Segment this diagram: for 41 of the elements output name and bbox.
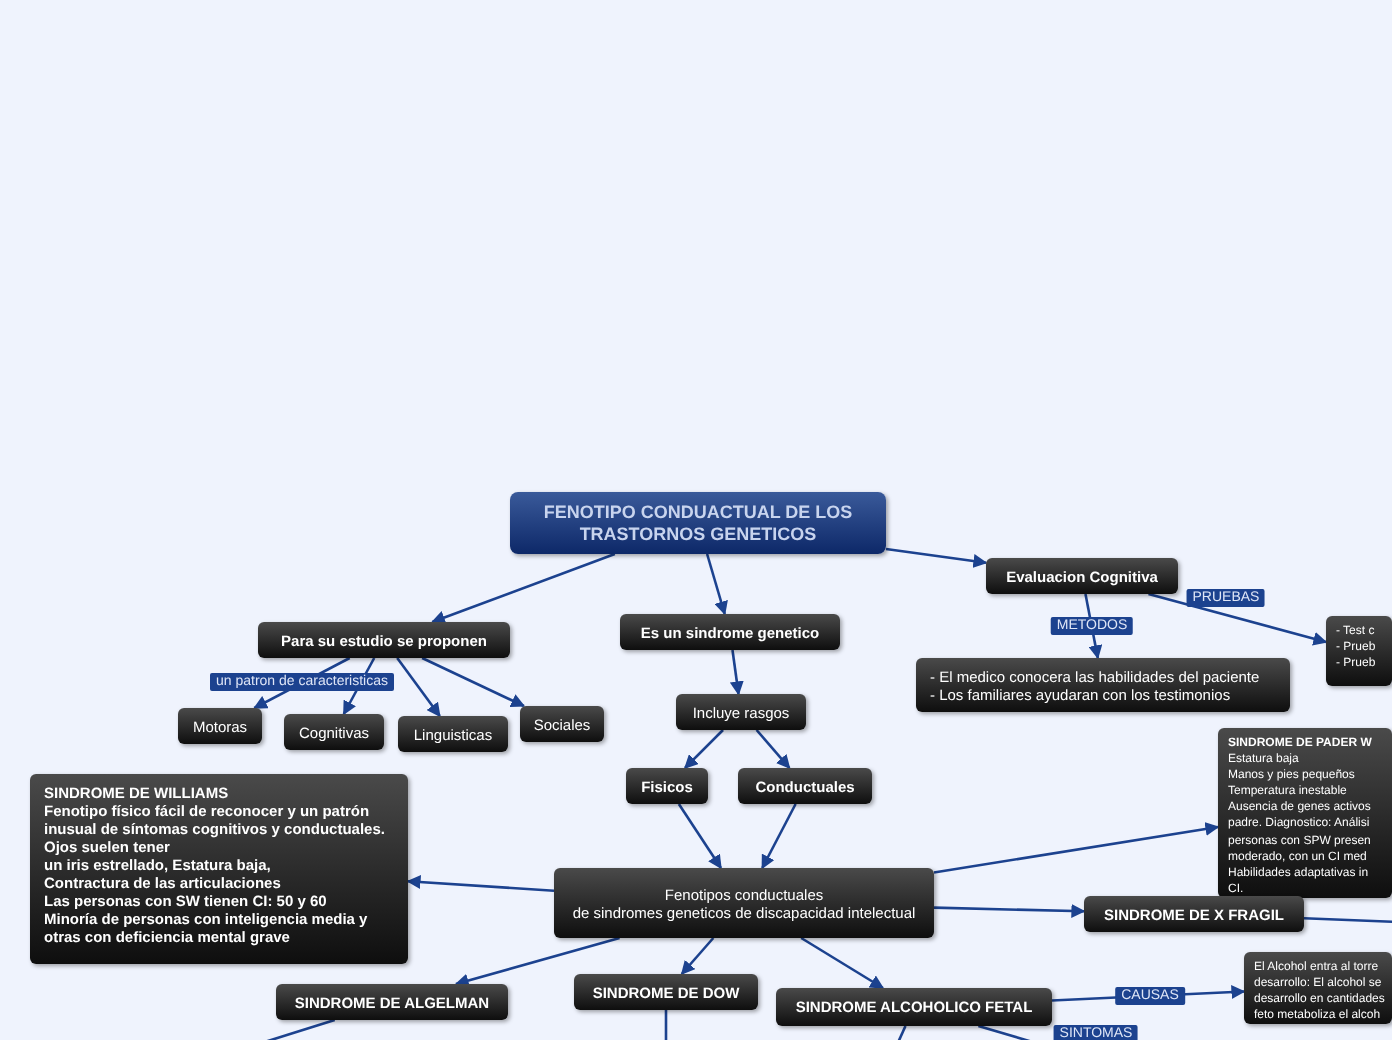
note-box bbox=[30, 774, 408, 964]
node-label: FENOTIPO CONDUACTUAL DE LOS TRASTORNOS GENETICOS bbox=[541, 501, 855, 545]
arrow bbox=[1148, 592, 1328, 646]
subtopic-box bbox=[1084, 896, 1304, 932]
subtopic-box bbox=[258, 622, 510, 658]
arrow bbox=[933, 904, 1086, 918]
arrow bbox=[454, 936, 620, 988]
leaf-box bbox=[178, 708, 262, 744]
arrow bbox=[677, 803, 723, 870]
subtopic-box bbox=[276, 984, 508, 1020]
arrow bbox=[431, 552, 616, 625]
subtopic-box bbox=[620, 614, 840, 650]
subtopic-box bbox=[986, 558, 1178, 594]
arrow bbox=[755, 729, 791, 770]
connector-line bbox=[1303, 916, 1392, 924]
subtopic-box bbox=[574, 974, 758, 1010]
subtopic-box bbox=[626, 768, 708, 804]
arrow bbox=[729, 649, 744, 696]
leaf-box bbox=[520, 706, 604, 742]
note-box bbox=[916, 658, 1290, 712]
arrow bbox=[705, 553, 728, 616]
leaf-box bbox=[676, 694, 806, 730]
topic-box bbox=[510, 492, 886, 554]
note-box bbox=[1218, 728, 1392, 898]
arrow bbox=[684, 729, 724, 769]
arrow bbox=[885, 547, 988, 568]
leaf-box bbox=[398, 716, 508, 752]
arrow bbox=[406, 875, 555, 892]
arrow bbox=[933, 822, 1220, 874]
subtopic-box bbox=[776, 988, 1052, 1026]
leaf-box bbox=[284, 714, 384, 750]
note-box bbox=[1244, 952, 1392, 1024]
arrow bbox=[800, 936, 885, 990]
note-box bbox=[1326, 616, 1392, 686]
arrow bbox=[421, 656, 526, 708]
arrow bbox=[396, 657, 441, 718]
subtopic-box bbox=[738, 768, 872, 804]
arrow bbox=[680, 937, 715, 976]
connector-line bbox=[664, 1010, 668, 1040]
arrow bbox=[761, 803, 797, 870]
central-box bbox=[554, 868, 934, 938]
